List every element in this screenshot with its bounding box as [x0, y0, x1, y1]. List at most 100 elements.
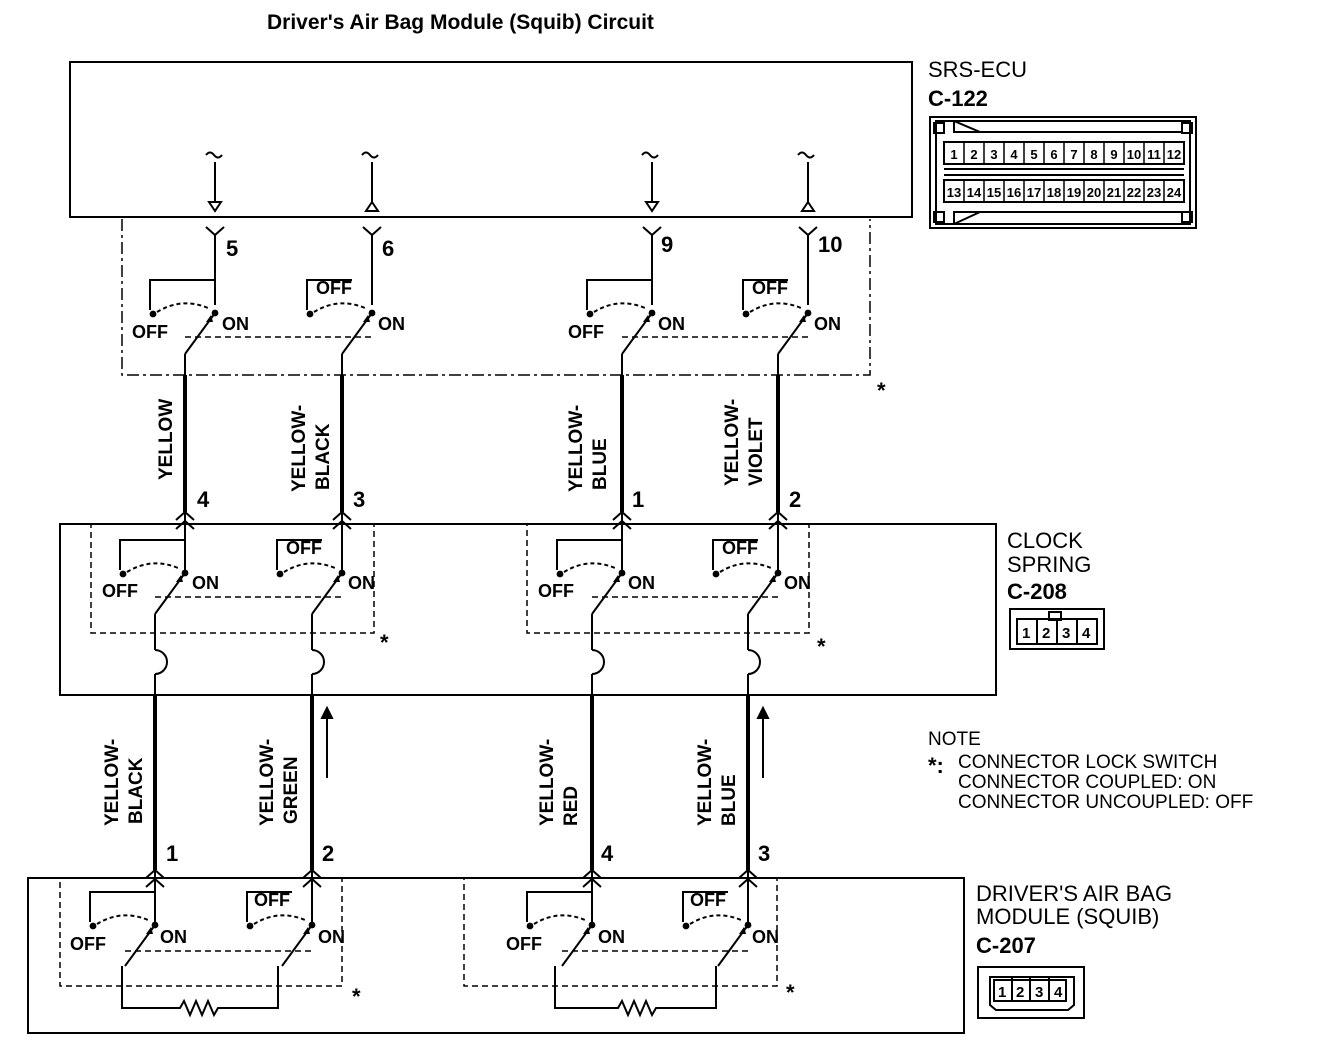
svg-text:OFF: OFF [254, 890, 290, 910]
squib-asterisk-right: * [786, 980, 795, 1005]
ecu-connector-pin-10: 10 [1127, 147, 1141, 162]
cs-asterisk-right: * [817, 634, 826, 659]
clock-spring-coils [154, 614, 761, 695]
ecu-connector-pin-16: 16 [1007, 185, 1021, 200]
svg-text:OFF: OFF [752, 278, 788, 298]
wire-label-yellow-violet-b: VIOLET [746, 417, 767, 486]
wire-label-yellow-blue2-a: YELLOW- [695, 739, 716, 826]
svg-text:OFF: OFF [70, 934, 106, 954]
clock-spring-label-2: SPRING [1007, 552, 1091, 577]
wire-label-yellow-violet-a: YELLOW- [722, 399, 743, 486]
svg-text:ON: ON [814, 314, 841, 334]
svg-text:1: 1 [1022, 625, 1030, 642]
svg-text:4: 4 [1054, 984, 1063, 1001]
ecu-connector-pin-1: 1 [950, 147, 957, 162]
clock-spring-label-1: CLOCK [1007, 528, 1083, 553]
svg-text:OFF: OFF [286, 538, 322, 558]
clock-spring-connector-icon [1009, 608, 1105, 650]
wire-label-yellow-blue-b: BLUE [590, 438, 611, 490]
wire-label-yellow-blue2-b: BLUE [719, 774, 740, 826]
ecu-switches [148, 279, 813, 355]
ecu-lock-switch-enclosure [121, 219, 871, 376]
svg-text:OFF: OFF [132, 322, 168, 342]
svg-text:OFF: OFF [722, 538, 758, 558]
air-bag-connector-icon [977, 966, 1085, 1019]
svg-text:1: 1 [998, 984, 1006, 1001]
squib-resistors [121, 966, 717, 1018]
ecu-connector-pin-24: 24 [1167, 185, 1182, 200]
squib-asterisk-left: * [352, 984, 361, 1009]
cs-pin-2: 2 [789, 487, 801, 512]
cs-pin-4: 4 [197, 487, 210, 512]
ecu-pin-9: 9 [661, 232, 673, 257]
cs-pin-3: 3 [353, 487, 365, 512]
wire-label-yellow-green-a: YELLOW- [257, 739, 278, 826]
svg-text:ON: ON [658, 314, 685, 334]
svg-text:2: 2 [1042, 625, 1050, 642]
ecu-connector-pin-21: 21 [1107, 185, 1121, 200]
cs-pin-1: 1 [632, 487, 644, 512]
svg-text:ON: ON [784, 573, 811, 593]
note-line-2: CONNECTOR COUPLED: ON [958, 772, 1216, 793]
svg-text:OFF: OFF [568, 322, 604, 342]
ecu-connector-pin-18: 18 [1047, 185, 1061, 200]
clock-spring-lock-enclosure-left [90, 523, 375, 634]
ecu-pin-10: 10 [818, 232, 842, 257]
ecu-connector-pin-9: 9 [1110, 147, 1117, 162]
clock-spring-lock-enclosure-right [526, 523, 810, 634]
svg-text:OFF: OFF [102, 581, 138, 601]
squib-pin-1: 1 [166, 841, 178, 866]
ecu-connector-pin-6: 6 [1050, 147, 1057, 162]
wire-label-yellow-green-b: GREEN [281, 756, 302, 824]
air-bag-module-connector-id: C-207 [976, 933, 1036, 958]
squib-pin-2: 2 [322, 841, 334, 866]
ecu-internal-lines [205, 151, 816, 213]
ecu-connector-pin-3: 3 [990, 147, 997, 162]
ecu-connector-pin-20: 20 [1087, 185, 1101, 200]
air-bag-module-box [27, 877, 965, 1034]
squib-pin-3: 3 [758, 841, 770, 866]
clock-spring-switches [118, 539, 783, 615]
srs-ecu-label: SRS-ECU [928, 57, 1027, 82]
ecu-connector-pin-17: 17 [1027, 185, 1041, 200]
clock-spring-connector-pins: 1 2 3 4 [1022, 625, 1091, 642]
svg-text:OFF: OFF [690, 890, 726, 910]
ecu-pin-5: 5 [226, 236, 238, 261]
ecu-connector-pin-5: 5 [1030, 147, 1037, 162]
wire-label-yellow-black2-b: BLACK [126, 757, 147, 824]
ecu-connector-pin-23: 23 [1147, 185, 1161, 200]
ecu-pin-6: 6 [382, 236, 394, 261]
air-bag-module-label-2: MODULE (SQUIB) [976, 904, 1159, 929]
svg-text:ON: ON [192, 573, 219, 593]
ecu-connector-pin-13: 13 [947, 185, 961, 200]
ecu-connector-pin-2: 2 [970, 147, 977, 162]
wire-label-yellow-blue-a: YELLOW- [566, 405, 587, 492]
svg-text:OFF: OFF [506, 934, 542, 954]
ecu-terminals [205, 226, 818, 305]
note-marker: *: [928, 753, 944, 778]
svg-text:2: 2 [1016, 984, 1024, 1001]
ecu-connector-pin-11: 11 [1147, 147, 1161, 162]
squib-switches [88, 891, 753, 967]
wire-label-yellow-black-a: YELLOW- [289, 405, 310, 492]
wire-label-yellow-red-a: YELLOW- [537, 739, 558, 826]
note-line-3: CONNECTOR UNCOUPLED: OFF [958, 792, 1253, 813]
wire-label-yellow-red-b: RED [561, 786, 582, 826]
svg-text:3: 3 [1062, 625, 1070, 642]
cs-asterisk-left: * [380, 630, 389, 655]
ecu-asterisk: * [877, 378, 886, 403]
srs-ecu-connector-icon [929, 116, 1197, 229]
srs-ecu-connector-id: C-122 [928, 86, 988, 111]
svg-text:ON: ON [318, 927, 345, 947]
note-line-1: CONNECTOR LOCK SWITCH [958, 752, 1217, 773]
svg-text:ON: ON [752, 927, 779, 947]
squib-pin-4: 4 [601, 841, 614, 866]
svg-text:3: 3 [1035, 984, 1043, 1001]
clock-spring-top-terminals [175, 510, 788, 570]
ecu-harness-wires [183, 354, 780, 512]
